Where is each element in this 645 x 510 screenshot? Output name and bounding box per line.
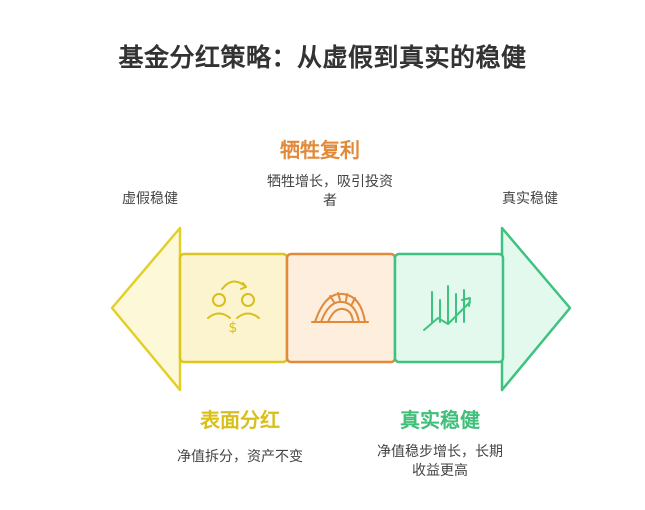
money-exchange-icon: $ <box>207 280 260 336</box>
growth-chart-icon <box>423 285 471 331</box>
sacrifice-description: 牺牲增长，吸引投资 者 <box>240 173 420 211</box>
sacrifice-heading: 牺牲复利 <box>280 138 360 162</box>
dividend-description: 净值拆分，资产不变 <box>177 449 303 465</box>
sacrifice-description-line-1: 牺牲增长，吸引投资 <box>267 174 393 190</box>
right-arrow-head <box>500 226 572 392</box>
right-end-label: 真实稳健 <box>502 191 558 207</box>
real-description: 净值稳步增长，长期 收益更高 <box>352 443 528 481</box>
snowball-icon <box>311 292 369 323</box>
dividend-heading: 表面分红 <box>200 408 280 432</box>
svg-text:$: $ <box>229 320 238 336</box>
left-arrow-head <box>110 226 182 392</box>
real-description-line-1: 净值稳步增长，长期 <box>377 444 503 460</box>
real-description-line-2: 收益更高 <box>412 463 468 479</box>
page-title: 基金分红策略：从虚假到真实的稳健 <box>118 43 527 72</box>
dividend-box <box>178 252 289 364</box>
real-heading: 真实稳健 <box>400 408 480 432</box>
left-end-label: 虚假稳健 <box>122 191 178 207</box>
sacrifice-description-line-2: 者 <box>323 193 337 209</box>
